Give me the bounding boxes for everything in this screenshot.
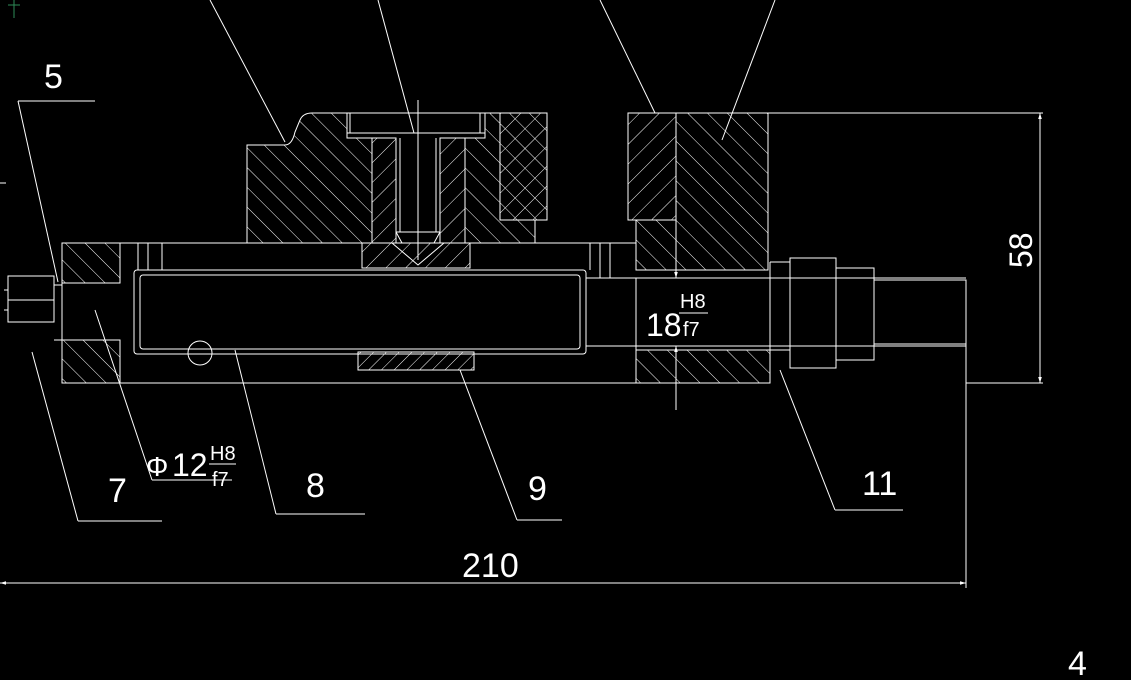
callout-8: [234, 349, 365, 515]
part-label-8: 8: [306, 467, 325, 505]
callout-7: [31, 351, 162, 522]
height-dimension: [966, 113, 1043, 384]
fit-left-symbol: Φ: [146, 451, 168, 482]
center-screw: [361, 100, 471, 269]
ucs-icon: [8, 0, 20, 18]
fit-left-label: Φ 12 H8 f7: [146, 443, 236, 491]
slide-rod: [133, 269, 966, 366]
callout-11: [779, 369, 903, 511]
fit-left-hole: H8: [210, 443, 236, 465]
fit-right-shaft: f7: [683, 319, 700, 341]
fit-left-shaft: f7: [212, 469, 229, 491]
dim-210: 210: [462, 547, 519, 585]
part-label-11: 11: [862, 465, 897, 503]
part-label-5: 5: [44, 58, 63, 96]
base-body: [61, 242, 790, 384]
top-leaders: [209, 0, 776, 143]
fit-right-size: 18: [646, 307, 682, 343]
part-label-7: 7: [108, 472, 127, 510]
upper-right-block: [627, 112, 1043, 271]
left-knob: [4, 275, 62, 341]
upper-clamp-body: [246, 112, 548, 244]
callout-9: [459, 369, 562, 521]
dim-58: 58: [1003, 232, 1039, 268]
callout-fit-left: [94, 309, 232, 481]
callout-5: [17, 100, 95, 283]
fit-right-hole: H8: [680, 291, 706, 313]
fit-left-size: 12: [172, 447, 208, 483]
part-label-4: 4: [1068, 645, 1087, 675]
fit-right-label: 18 H8 f7: [646, 291, 708, 343]
part-label-9: 9: [528, 470, 547, 508]
end-nut: [789, 257, 967, 588]
